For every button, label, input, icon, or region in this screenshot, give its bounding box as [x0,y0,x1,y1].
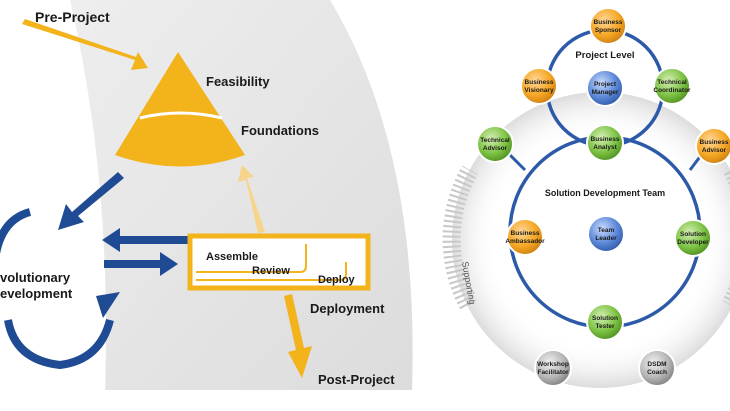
pre-project-label: Pre-Project [35,9,110,25]
node-dsdm-coach: DSDM Coach [638,349,676,387]
node-solution-developer: Solution Developer [674,219,712,257]
node-workshop-facilitator: Workshop Facilitator [534,349,572,387]
return-to-foundations-arrow [238,165,265,233]
assemble-label: Assemble [206,251,258,263]
post-project-label: Post-Project [318,372,395,387]
svg-text:Business: Business [525,79,554,86]
svg-text:Business: Business [511,230,540,237]
deployment-box [187,233,371,291]
svg-text:Technical: Technical [657,79,687,86]
deployment-label: Deployment [310,301,385,316]
supporting-band-left [442,165,478,310]
node-business-sponsor: Business Sponsor [589,7,627,45]
svg-text:Technical: Technical [480,137,510,144]
to-evolutionary-arrow [58,172,124,230]
node-team-leader: Team Leader [587,215,625,253]
evolutionary-line1: volutionary [0,270,71,285]
svg-text:Business: Business [591,136,620,143]
feasibility-foundations-pyramid [115,52,245,167]
svg-text:Analyst: Analyst [593,144,617,151]
deployment-to-evolutionary-arrow [102,228,190,252]
svg-text:Ambassador: Ambassador [505,238,545,245]
svg-text:Tester: Tester [595,323,614,330]
process-diagram: Pre-Project Feasibility Foundations volu… [0,0,413,390]
svg-text:Project: Project [594,81,617,88]
phase-arc-white-cutout [0,0,106,390]
foundations-label: Foundations [241,123,319,138]
node-business-visionary: Business Visionary [520,67,558,105]
svg-text:Business: Business [700,139,729,146]
node-technical-coordinator: Technical Coordinator [653,67,691,105]
evolutionary-line2: evelopment [0,286,73,301]
evolutionary-loop [0,208,120,370]
phase-arc-background [70,0,413,390]
review-label: Review [252,265,290,277]
svg-text:Advisor: Advisor [702,147,727,154]
node-project-manager: Project Manager [586,69,624,107]
node-technical-advisor: Technical Advisor [476,125,514,163]
svg-text:Advisor: Advisor [483,145,508,152]
node-business-advisor: Business Advisor [695,127,730,165]
node-solution-tester: Solution Tester [586,303,624,341]
node-business-analyst: Business Analyst [586,124,624,162]
svg-text:Solution: Solution [680,231,706,238]
evolutionary-to-deployment-arrow [104,252,178,276]
solution-team-label: Solution Development Team [545,188,665,198]
svg-text:Sponsor: Sponsor [595,27,622,34]
svg-text:Solution: Solution [592,315,618,322]
post-project-arrow [284,294,312,378]
project-level-label: Project Level [575,50,634,61]
svg-text:Facilitator: Facilitator [537,369,569,376]
svg-text:Workshop: Workshop [537,361,569,368]
svg-text:Manager: Manager [592,89,619,96]
svg-text:Visionary: Visionary [524,87,554,94]
svg-text:Business: Business [594,19,623,26]
pre-project-arrow [22,19,148,70]
svg-text:Coach: Coach [647,369,667,376]
svg-text:Developer: Developer [677,239,709,246]
svg-text:Leader: Leader [595,235,617,242]
roles-diagram: Project Level Solution Development Team … [442,7,730,388]
node-business-ambassador: Business Ambassador [505,218,545,256]
svg-text:DSDM: DSDM [647,361,666,368]
deploy-label: Deploy [318,274,356,286]
svg-text:Coordinator: Coordinator [653,87,691,94]
svg-text:Team: Team [598,227,615,234]
feasibility-label: Feasibility [206,74,270,89]
